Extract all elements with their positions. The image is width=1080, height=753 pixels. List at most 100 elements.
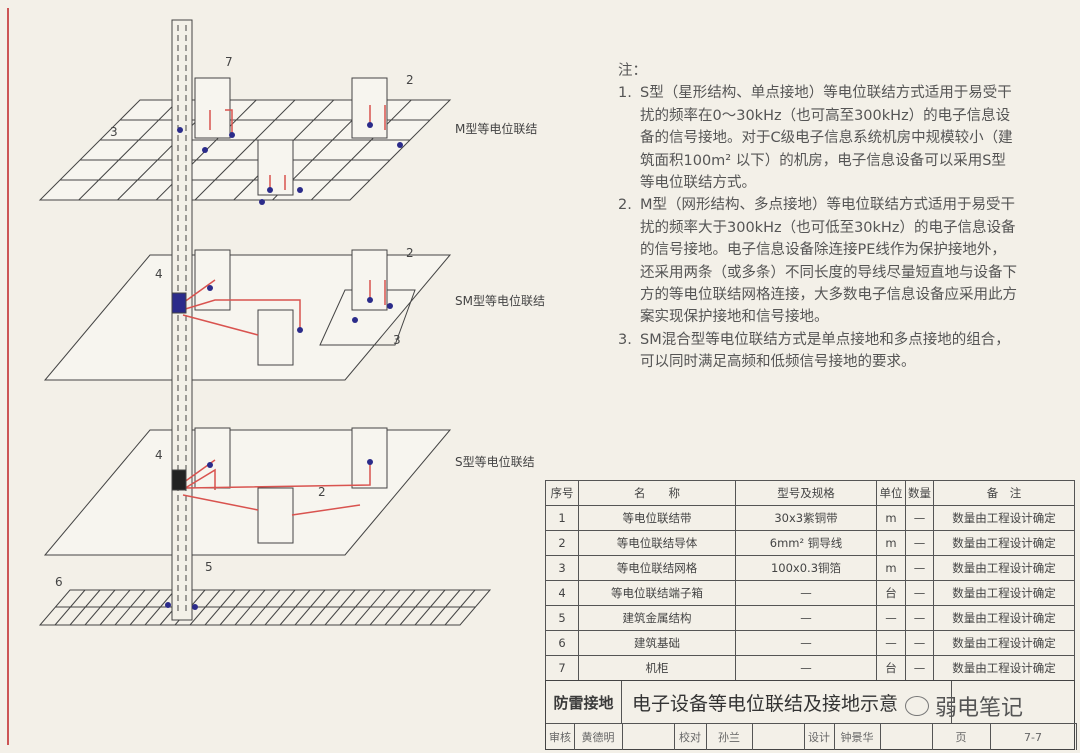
table-cell: 3: [545, 555, 579, 581]
table-cell: —: [735, 655, 877, 681]
table-cell: 台: [876, 655, 906, 681]
grid-line: [354, 589, 386, 626]
table-cell: 5: [545, 605, 579, 631]
callout: 6: [55, 575, 63, 589]
table-cell: 数量由工程设计确定: [933, 580, 1075, 606]
grid-line: [399, 589, 431, 626]
callout: 3: [110, 125, 118, 139]
table-cell: 4: [545, 580, 579, 606]
callout: 2: [406, 73, 414, 87]
label-sm-bonding: SM型等电位联结: [455, 294, 545, 308]
grid-line: [189, 589, 221, 626]
table-cell: —: [905, 655, 934, 681]
table-cell: 6mm² 铜导线: [735, 530, 877, 556]
note-item: 3.SM混合型等电位联结方式是单点接地和多点接地的组合，可以同时满足高频和低频信…: [618, 331, 1010, 371]
grid-line: [414, 589, 446, 626]
table-cell: m: [876, 530, 906, 556]
table-cell: 台: [876, 580, 906, 606]
grid-line: [369, 589, 401, 626]
note-item: 1.S型（星形结构、单点接地）等电位联结方式适用于易受干扰的频率在0～30kHz…: [618, 85, 1013, 192]
table-cell: 数量由工程设计确定: [933, 605, 1075, 631]
table-cell: 等电位联结导体: [578, 530, 736, 556]
terminal-box-sm: [171, 292, 187, 314]
grid-line: [129, 589, 161, 626]
table-cell: —: [905, 630, 934, 656]
terminal-box-s: [171, 469, 187, 491]
grid-line: [324, 589, 356, 626]
table-header: 序号名 称型号及规格单位数量备 注: [545, 480, 1075, 506]
grid-line: [309, 589, 341, 626]
signature-cell: 黄德明: [574, 724, 623, 750]
grid-line: [310, 99, 412, 201]
signature-cell: 校对: [674, 724, 707, 750]
table-cell: 100x0.3铜箔: [735, 555, 877, 581]
grid-line: [249, 589, 281, 626]
table-cell: 数量由工程设计确定: [933, 505, 1075, 531]
notes: 注： 1.S型（星形结构、单点接地）等电位联结方式适用于易受干扰的频率在0～30…: [618, 60, 1018, 374]
foundation-grid: [38, 589, 492, 626]
signature-cell: [752, 724, 805, 750]
signature-cell: 审核: [546, 724, 575, 750]
label-s-bonding: S型等电位联结: [455, 455, 535, 469]
table-cell: 建筑金属结构: [578, 605, 736, 631]
notes-heading: 注：: [618, 63, 647, 79]
grid-line: [444, 589, 476, 626]
callout: 5: [205, 560, 213, 574]
signature-cell: [880, 724, 933, 750]
table-cell: —: [876, 605, 906, 631]
grid-line: [114, 589, 146, 626]
callout: 4: [155, 448, 163, 462]
grid-line: [144, 589, 176, 626]
table-cell: 机柜: [578, 655, 736, 681]
table-cell: 等电位联结带: [578, 505, 736, 531]
drawing-category: 防雷接地: [546, 681, 622, 724]
watermark: 弱电笔记: [905, 690, 1023, 722]
table-cell: 1: [545, 505, 579, 531]
grid-line: [219, 589, 251, 626]
grid-line: [339, 589, 371, 626]
signature-cell: [622, 724, 675, 750]
grid-line: [384, 589, 416, 626]
table-cell: —: [735, 630, 877, 656]
callout: 4: [155, 267, 163, 281]
signature-cell: 7-7: [990, 724, 1077, 750]
grid-line: [194, 99, 296, 201]
grid-line: [54, 589, 86, 626]
drawing-title: 电子设备等电位联结及接地示意: [622, 681, 962, 724]
grid-line: [69, 589, 101, 626]
table-cell: —: [735, 605, 877, 631]
table-cell: —: [735, 580, 877, 606]
table-cell: —: [905, 555, 934, 581]
callout: 3: [393, 333, 401, 347]
callout: 2: [406, 246, 414, 260]
table-cell: 建筑基础: [578, 630, 736, 656]
table-cell: 数量由工程设计确定: [933, 530, 1075, 556]
signature-cell: 孙兰: [706, 724, 753, 750]
table-cell: 2: [545, 530, 579, 556]
label-m-bonding: M型等电位联结: [455, 122, 538, 136]
sm-plane: [43, 254, 452, 381]
wechat-icon: [905, 696, 929, 716]
grid-line: [78, 99, 180, 201]
table-cell: 等电位联结网格: [578, 555, 736, 581]
grid-line: [234, 589, 266, 626]
grid-line: [99, 589, 131, 626]
table-cell: 数量由工程设计确定: [933, 655, 1075, 681]
table-cell: —: [905, 605, 934, 631]
table-cell: 等电位联结端子箱: [578, 580, 736, 606]
grid-line: [294, 589, 326, 626]
building-column: [171, 19, 193, 621]
grid-line: [429, 589, 461, 626]
table-cell: m: [876, 505, 906, 531]
table-cell: 7: [545, 655, 579, 681]
grid-line: [204, 589, 236, 626]
